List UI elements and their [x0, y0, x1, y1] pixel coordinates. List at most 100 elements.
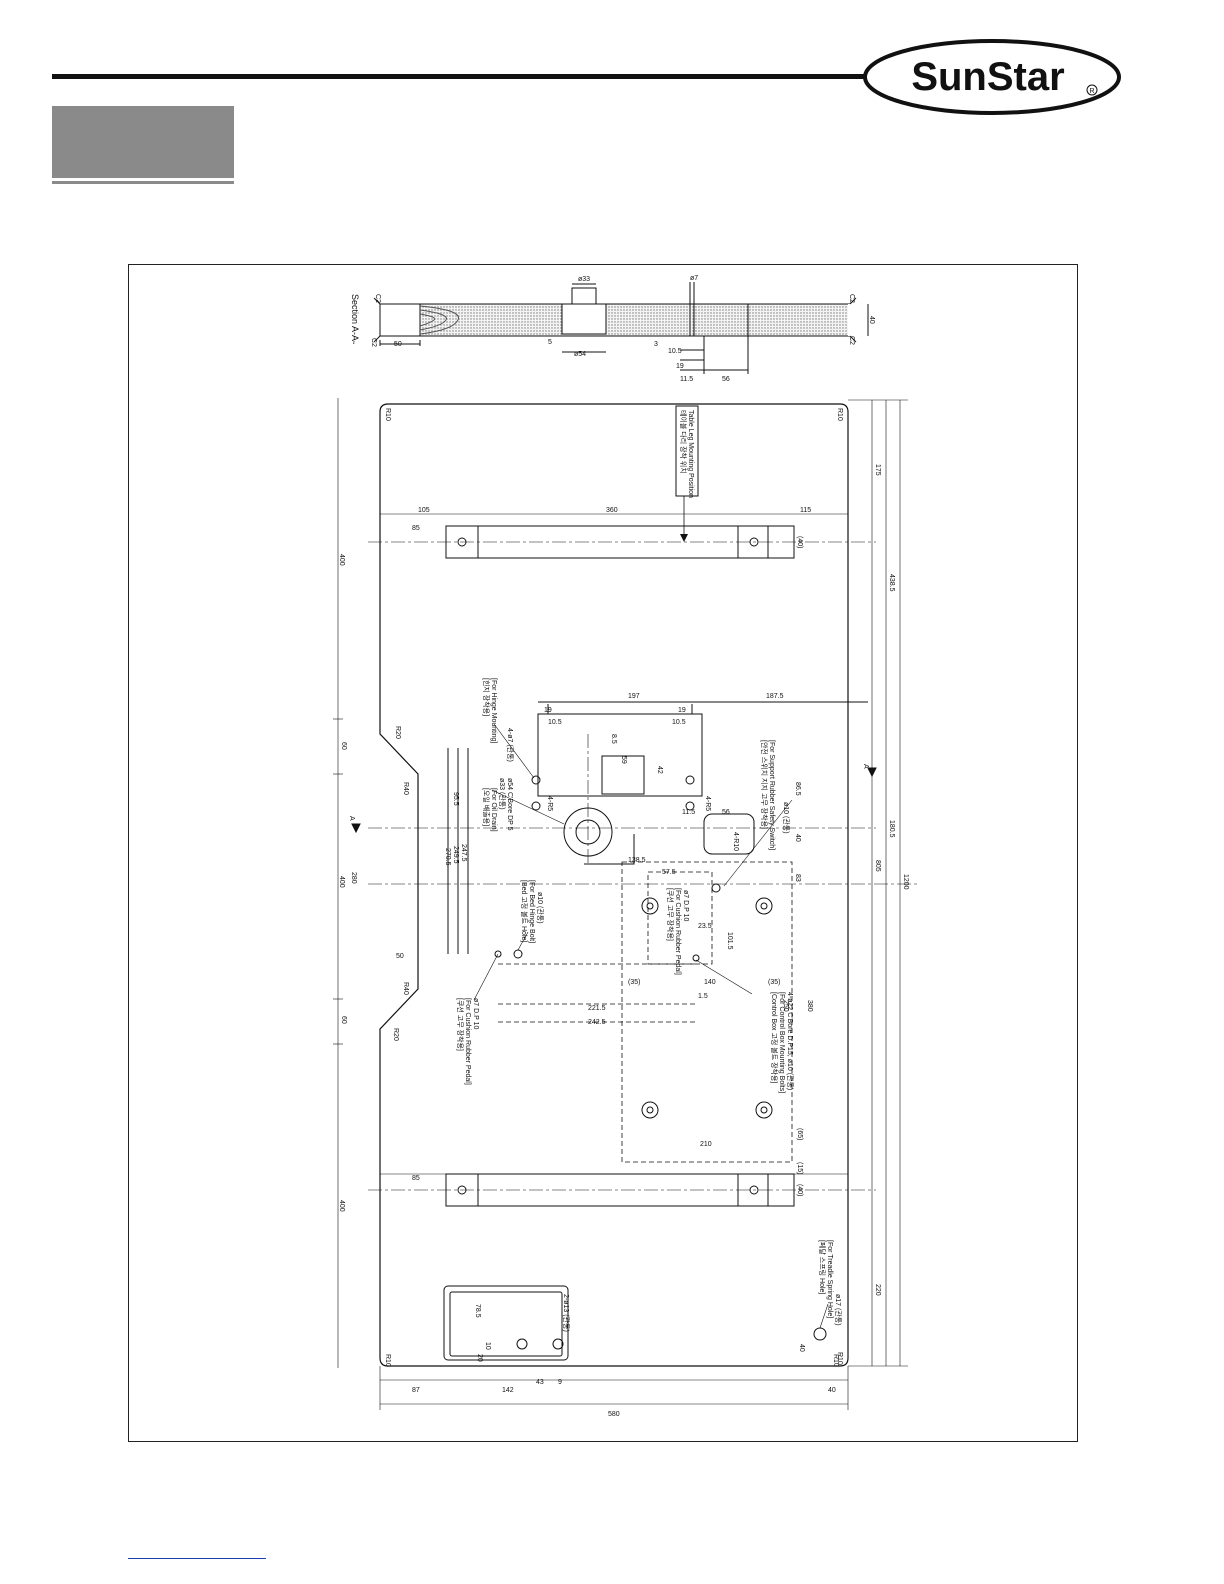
dimension-label: ø54 C'Bore DP 5: [506, 778, 513, 831]
dimension-label: 242.5: [588, 1019, 606, 1026]
dimension-label: 138.5: [628, 857, 646, 864]
dimension-label: 270.5: [444, 848, 451, 866]
dimension-label: 247.5: [460, 844, 467, 862]
dimension-label: 19: [678, 707, 686, 714]
dimension-label: 78.5: [474, 1304, 481, 1318]
dimension-label: 187.5: [766, 693, 784, 700]
dimension-label: 210: [700, 1141, 712, 1148]
dimension-label: 8.5: [610, 734, 617, 744]
table-drawing: Section A-A˵ C2 C2 50 ø33 ø7 ø54 5 3 10.…: [333, 275, 918, 1418]
dimension-label: 4-ø22 C'Bore D.P15, ø10 (관통): [786, 992, 795, 1090]
dimension-label: 180.5: [888, 820, 895, 838]
dimension-label: 380: [806, 1000, 813, 1012]
dimension-label: 360: [606, 507, 618, 514]
dimension-label: 83: [794, 874, 801, 882]
dimension-label: 40: [798, 1344, 805, 1352]
dimension-label: 9: [558, 1379, 562, 1386]
pocket: [443, 1285, 569, 1361]
dimension-label: 11.5: [680, 376, 693, 383]
dimension-label: C2: [848, 336, 855, 345]
dimension-label: (15): [796, 1162, 803, 1174]
dimension-label: 4-R10: [732, 832, 739, 851]
dimension-label: 85: [412, 525, 420, 532]
dimension-label: R40: [402, 982, 409, 995]
dimension-label: 40: [794, 834, 801, 842]
dimension-label: 43: [536, 1379, 544, 1386]
dimension-label: A: [862, 764, 869, 769]
dimension-label: 280: [350, 872, 357, 884]
dimension-label: ø54: [574, 351, 586, 358]
dimension-label: R40: [402, 782, 409, 795]
dimension-label: [For Oil Drain]: [490, 788, 497, 832]
dimension-label: [For Hinge Mounting]: [490, 678, 497, 743]
dimension-label: ø7: [690, 275, 698, 282]
dimension-label: 580: [608, 1411, 620, 1418]
dimension-label: 56: [722, 809, 730, 816]
dimension-label: [힌지 장착용]: [482, 678, 491, 716]
dimension-label: 85: [412, 1175, 420, 1182]
dimension-label: [For Cushion Rubber Pedal]: [674, 888, 681, 975]
dimension-label: C2: [374, 294, 381, 303]
section-title: Section A-A˵: [350, 294, 360, 345]
dimension-label: 1200: [902, 874, 909, 890]
dimension-label: 2-ø13 (관통): [562, 1294, 571, 1332]
dimension-label: 60: [340, 1016, 347, 1024]
dimension-label: [오일 배출용]: [482, 788, 491, 826]
section-arrows: [351, 767, 877, 834]
leader-lines: [473, 723, 829, 1329]
dimension-label: [쿠션 고무 장착용]: [456, 998, 465, 1051]
dimension-label: [페달 스프링 Hole]: [818, 1240, 827, 1294]
dimension-label: 3: [654, 341, 658, 348]
dimension-label: 50: [394, 341, 402, 348]
dimension-label: 19: [544, 707, 552, 714]
leg-label-box: Table Leg Mounting Position 테이블 다리 장착 위치: [675, 405, 699, 542]
dimension-label: 105: [418, 507, 430, 514]
footer-link-rule: [128, 1558, 266, 1559]
dimension-label: 60: [340, 742, 347, 750]
dimension-label: R10: [832, 1354, 839, 1367]
dimension-label: 40: [828, 1387, 836, 1394]
header-rule: [52, 74, 872, 79]
dimension-label: ø10 (관통): [536, 892, 545, 924]
dimension-label: R20: [392, 1028, 399, 1041]
dimension-label: 249.5: [452, 846, 459, 864]
dimension-label: 4-R5: [704, 796, 711, 811]
dimension-label: 23.5: [698, 923, 712, 930]
dimension-label: 11.5: [682, 809, 695, 816]
dimension-label: [For Control Box Mounting Bolts]: [778, 992, 785, 1093]
dimension-label: 1.5: [698, 993, 708, 1000]
dimension-label: C2: [370, 338, 377, 347]
dimension-label: 10.5: [668, 348, 682, 355]
dimension-label: 10: [484, 1342, 491, 1350]
dimension-label: 50: [396, 953, 404, 960]
dimension-label: 805: [874, 860, 881, 872]
dimension-label: 10.5: [672, 719, 686, 726]
plan-labels: R10 R10 R10 R10 105 360 115 85 (40) 175 …: [338, 408, 909, 1418]
dimension-label: ø7 D.P 10: [682, 890, 689, 921]
dimension-label: 40: [868, 316, 875, 324]
dimension-label: R10: [384, 1354, 391, 1367]
dimension-label: ø17 (관통): [834, 1294, 843, 1326]
control-box-holes: [494, 883, 827, 1341]
dimension-label: ø7 D.P 10: [472, 998, 479, 1029]
sunstar-logo: SunStar R: [863, 39, 1121, 115]
section-tab: [52, 106, 234, 178]
dimension-label: 197: [628, 693, 640, 700]
dimension-label: [For Treadle Spring Hole]: [826, 1240, 833, 1318]
dimension-label: 400: [338, 876, 345, 888]
dimension-label: 57.5: [662, 869, 676, 876]
dimension-label: [For Cushion Rubber Pedal]: [464, 998, 471, 1085]
dimension-label: ø10 (관통): [782, 802, 791, 834]
dimension-label: 10.5: [548, 719, 562, 726]
logo-text: SunStar: [911, 55, 1064, 99]
dimension-label: 20: [476, 1354, 483, 1362]
leg-label-kr: 테이블 다리 장착 위치: [679, 410, 688, 474]
dimension-label: (40): [796, 1184, 803, 1196]
dimension-label: 4-ø7 (관통): [506, 728, 515, 762]
dimension-label: 438.5: [888, 574, 895, 592]
dimension-label: (35): [768, 979, 780, 986]
hinge-block: [447, 701, 868, 954]
dimension-label: [For Support Rubber Safety Switch]: [768, 740, 775, 850]
section-view: [373, 282, 869, 374]
drawing-frame: [128, 264, 1078, 1442]
